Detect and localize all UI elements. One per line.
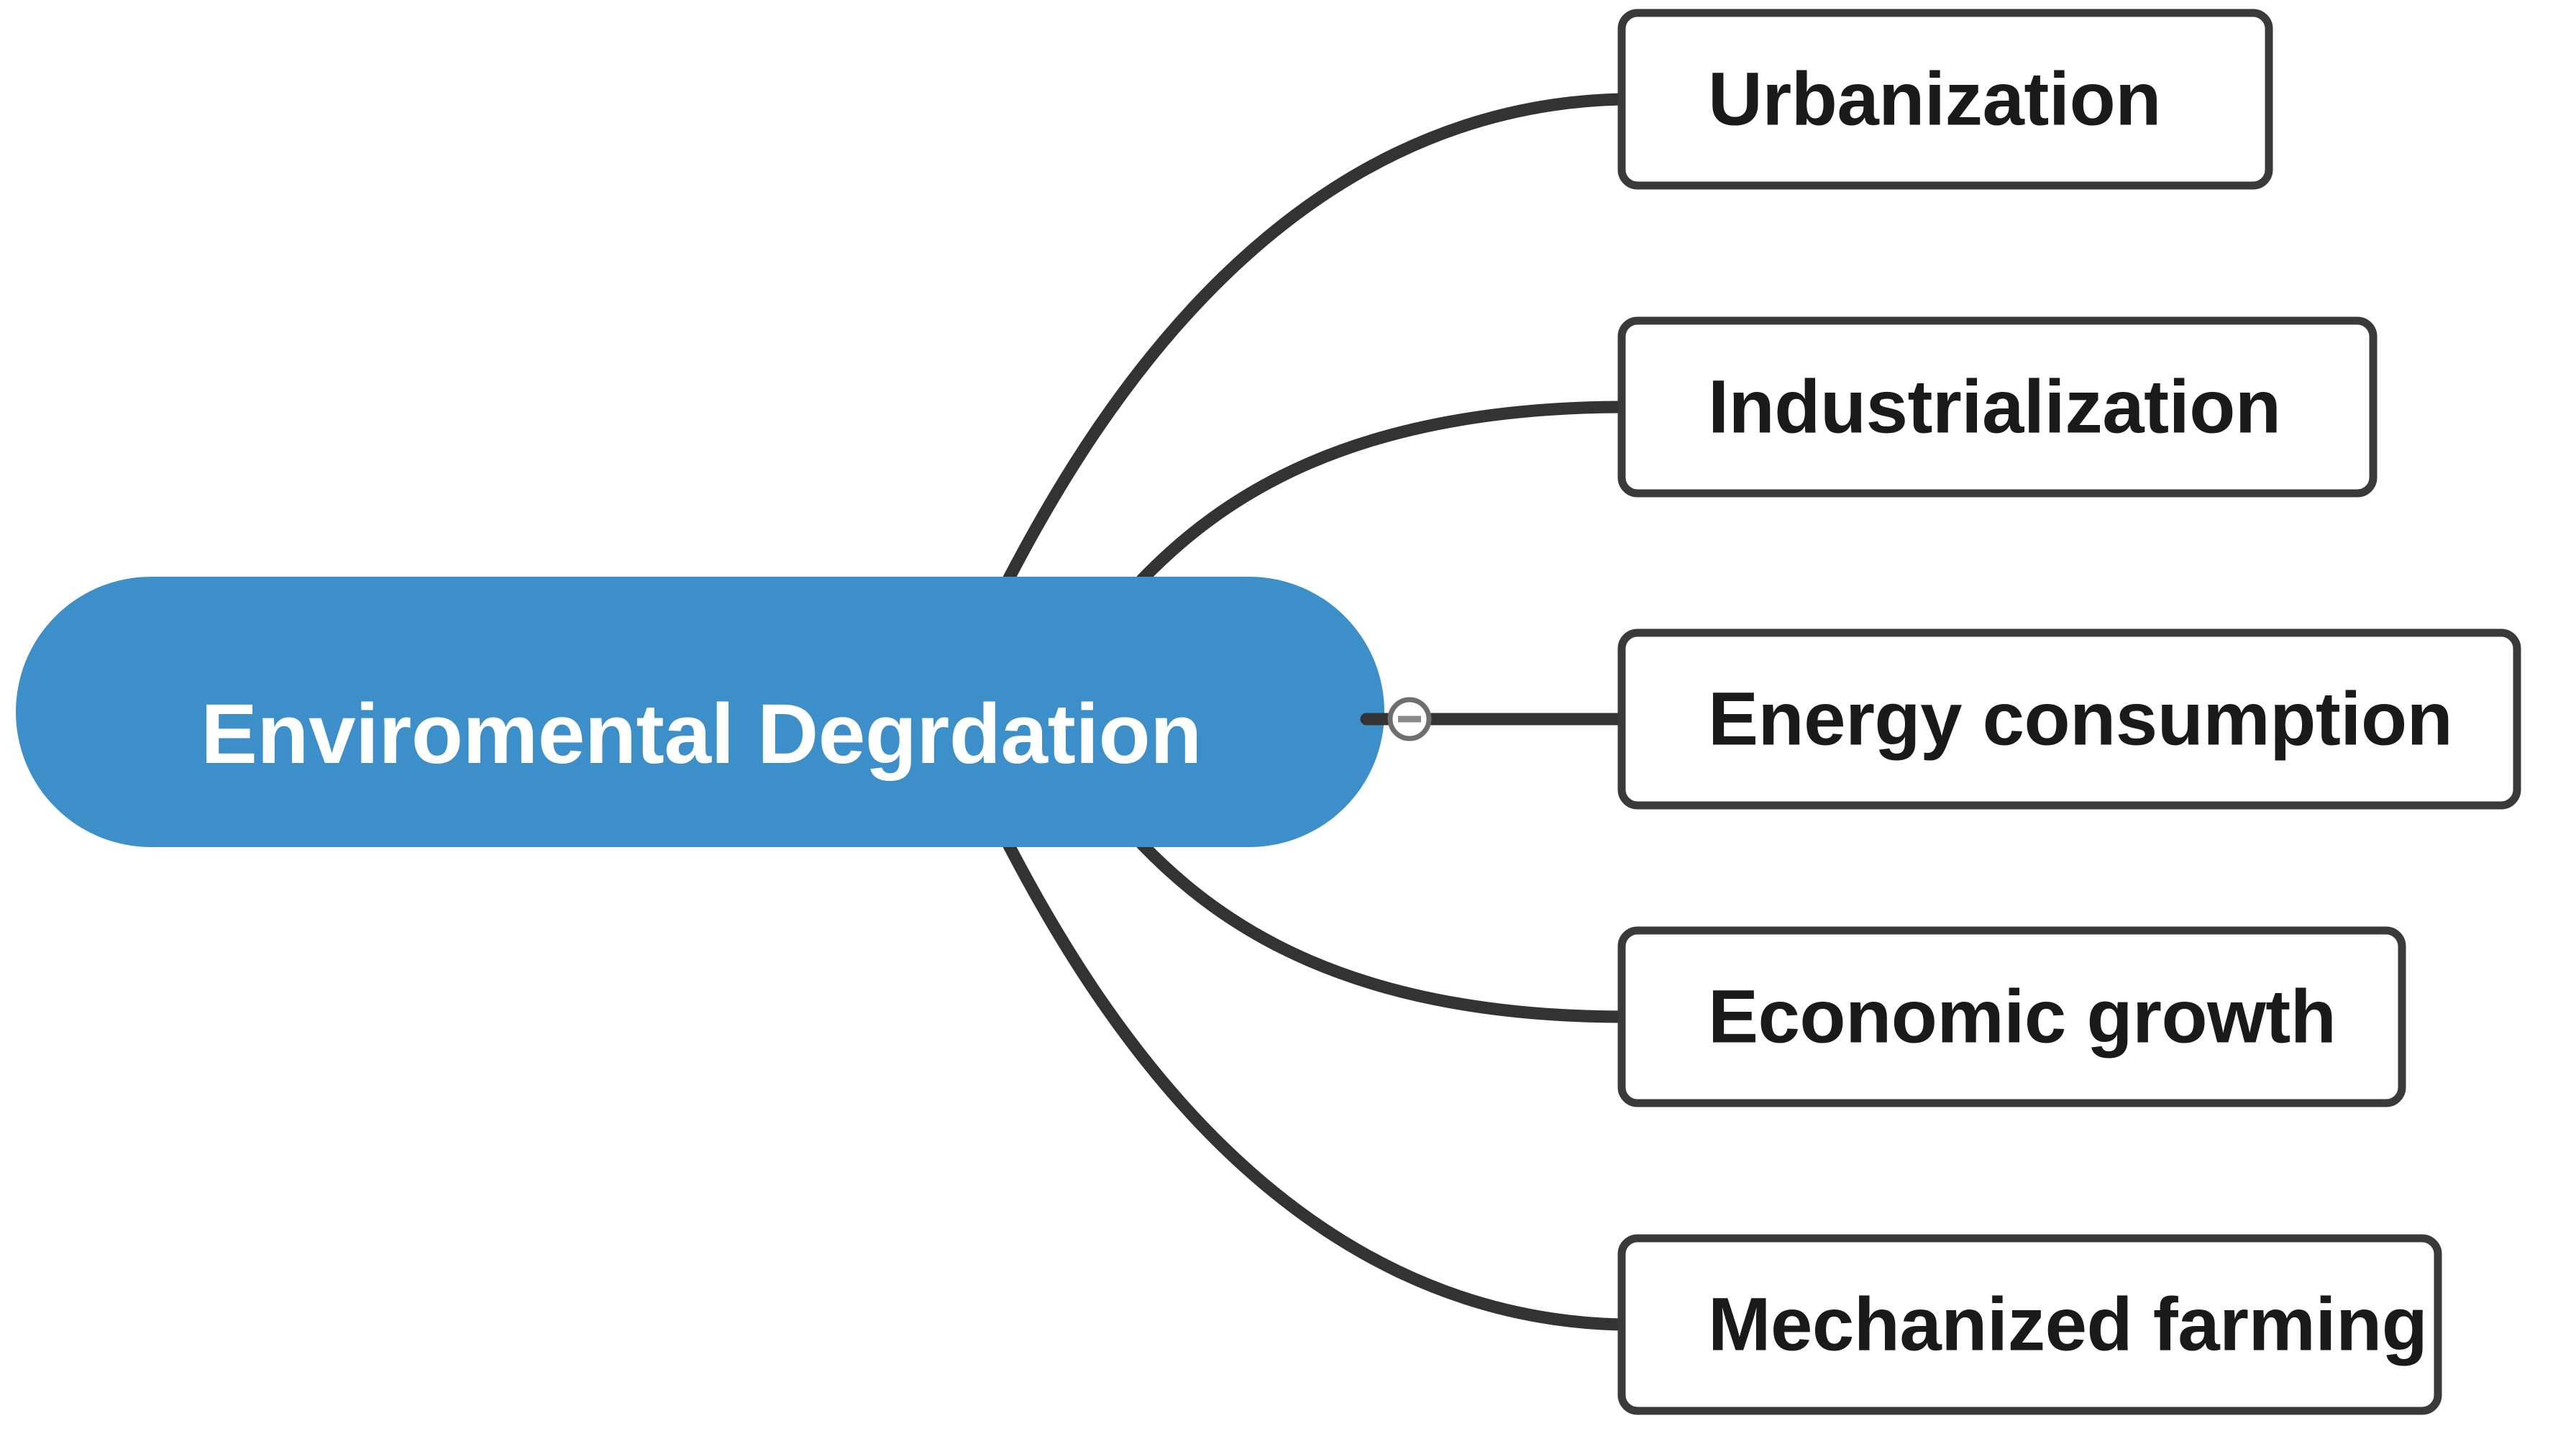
branch-node-economic-growth[interactable]: Economic growth bbox=[1617, 926, 2406, 1107]
branch-label: Economic growth bbox=[1708, 975, 2336, 1059]
branch-box[interactable] bbox=[1617, 628, 2521, 810]
branch-label: Energy consumption bbox=[1708, 677, 2452, 762]
connector-industrialization bbox=[1136, 401, 1626, 586]
connector-mechanized-farming bbox=[1002, 838, 1626, 1331]
branch-box[interactable] bbox=[1617, 316, 2378, 498]
branch-box[interactable] bbox=[1617, 1234, 2442, 1415]
root-node-label: Enviromental Degrdation bbox=[201, 687, 1202, 782]
branch-box[interactable] bbox=[1617, 926, 2406, 1107]
branch-label: Mechanized farming bbox=[1708, 1283, 2427, 1367]
branch-node-urbanization[interactable]: Urbanization bbox=[1617, 9, 2273, 190]
root-node[interactable]: Enviromental Degrdation bbox=[16, 577, 1384, 847]
branch-label: Industrialization bbox=[1708, 365, 2281, 449]
branch-label: Urbanization bbox=[1708, 58, 2161, 142]
branch-node-energy-consumption[interactable]: Energy consumption bbox=[1617, 628, 2521, 810]
collapse-toggle[interactable] bbox=[1360, 697, 1432, 741]
connector-economic-growth bbox=[1136, 838, 1626, 1023]
connector-urbanization bbox=[1002, 93, 1626, 586]
root-node-shape[interactable] bbox=[16, 577, 1384, 847]
branch-node-industrialization[interactable]: Industrialization bbox=[1617, 316, 2378, 498]
branch-box[interactable] bbox=[1617, 9, 2273, 190]
branch-node-mechanized-farming[interactable]: Mechanized farming bbox=[1617, 1234, 2442, 1415]
